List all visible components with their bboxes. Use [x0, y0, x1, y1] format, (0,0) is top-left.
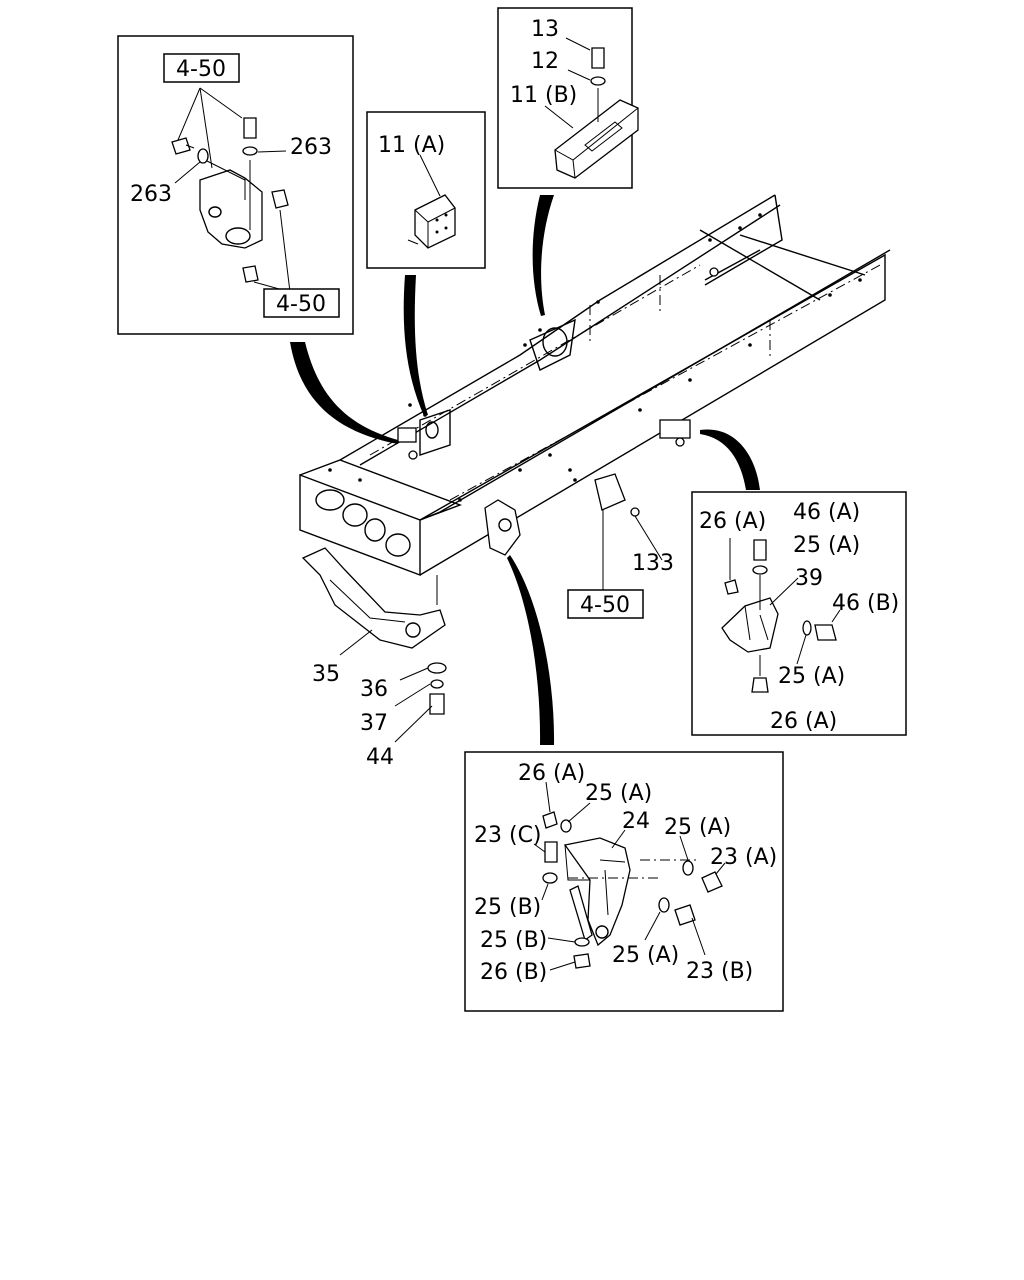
label-ref-4-50-bottom: 4-50	[276, 292, 326, 317]
ref-box-4-50-mid	[567, 589, 644, 619]
label-23b: 23 (B)	[686, 959, 753, 984]
label-23a: 23 (A)	[710, 845, 777, 870]
label-11a: 11 (A)	[378, 133, 445, 158]
label-263-right: 263	[290, 135, 332, 160]
label-133: 133	[632, 551, 674, 576]
label-36: 36	[360, 677, 388, 702]
ref-box-4-50-top	[163, 53, 240, 83]
label-44: 44	[366, 745, 394, 770]
label-263-left: 263	[130, 182, 172, 207]
label-25b-2: 25 (B)	[480, 928, 547, 953]
label-35: 35	[312, 662, 340, 687]
label-25a-b2: 25 (A)	[664, 815, 731, 840]
chassis-frame	[299, 194, 891, 649]
detail-box-rear-mount	[691, 491, 907, 736]
callout-arcs	[290, 195, 760, 745]
label-26a-top: 26 (A)	[699, 509, 766, 534]
label-ref-4-50-top: 4-50	[176, 57, 226, 82]
label-25a-bottom: 25 (A)	[778, 664, 845, 689]
label-39: 39	[795, 566, 823, 591]
label-46a: 46 (A)	[793, 500, 860, 525]
ref-box-4-50-bottom	[263, 288, 340, 318]
label-26a-bottom: 26 (A)	[770, 709, 837, 734]
label-26b: 26 (B)	[480, 960, 547, 985]
label-23c: 23 (C)	[474, 823, 542, 848]
label-46b: 46 (B)	[832, 591, 899, 616]
label-37: 37	[360, 711, 388, 736]
label-12: 12	[531, 49, 559, 74]
detail-box-11b	[497, 7, 639, 189]
detail-box-front-mount	[464, 751, 784, 1012]
label-25a-top: 25 (A)	[793, 533, 860, 558]
label-25b-1: 25 (B)	[474, 895, 541, 920]
label-26a-b: 26 (A)	[518, 761, 585, 786]
label-11b: 11 (B)	[510, 83, 577, 108]
label-25a-b3: 25 (A)	[612, 943, 679, 968]
detail-box-11a	[366, 111, 486, 269]
plate-hardware	[339, 629, 447, 743]
label-13: 13	[531, 17, 559, 42]
label-ref-4-50-mid: 4-50	[580, 593, 630, 618]
detail-box-mount-bracket	[117, 35, 354, 335]
label-25a-b1: 25 (A)	[585, 781, 652, 806]
label-24: 24	[622, 809, 650, 834]
